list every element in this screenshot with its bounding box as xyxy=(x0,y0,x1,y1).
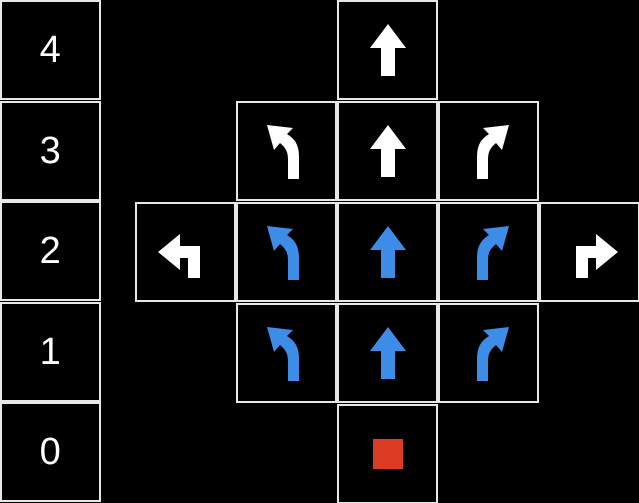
arrow-turn-right-icon xyxy=(541,204,638,300)
grid-cell-r2c1[interactable] xyxy=(135,202,236,302)
arrow-up-icon xyxy=(339,103,436,199)
grid-cell-r3c3[interactable] xyxy=(337,101,438,201)
grid-cell-r2c2[interactable] xyxy=(236,202,337,302)
row-label-cell-4: 4 xyxy=(0,0,101,100)
arrow-curve-up-left-icon xyxy=(238,305,335,401)
row-label-value: 0 xyxy=(39,431,62,473)
row-label-cell-3: 3 xyxy=(0,100,101,201)
goal-marker xyxy=(339,406,436,502)
row-label-cell-2: 2 xyxy=(0,201,101,301)
arrow-up-icon xyxy=(339,305,436,401)
row-label-value: 4 xyxy=(39,29,62,71)
arrow-curve-up-right-icon xyxy=(440,305,537,401)
arrow-curve-up-left-icon xyxy=(238,204,335,300)
grid-cell-r2c5[interactable] xyxy=(539,202,639,302)
row-label-value: 1 xyxy=(39,330,62,373)
arrow-curve-up-left-icon xyxy=(238,103,335,199)
grid-cell-r2c3[interactable] xyxy=(337,202,438,302)
grid-cell-r4c3[interactable] xyxy=(337,0,438,100)
row-index-column: 4 3 2 1 0 xyxy=(0,0,101,503)
row-label-value: 3 xyxy=(39,129,62,172)
grid-cell-r1c2[interactable] xyxy=(236,303,337,403)
grid-cell-r1c3[interactable] xyxy=(337,303,438,403)
grid-cell-r3c2[interactable] xyxy=(236,101,337,201)
row-label-cell-1: 1 xyxy=(0,301,101,402)
row-label-value: 2 xyxy=(39,230,62,272)
grid-cell-r0c3[interactable] xyxy=(337,404,438,503)
grid-cell-r3c4[interactable] xyxy=(438,101,539,201)
grid-cell-r1c4[interactable] xyxy=(438,303,539,403)
arrow-curve-up-right-icon xyxy=(440,204,537,300)
arrow-turn-left-icon xyxy=(137,204,234,300)
arrow-curve-up-right-icon xyxy=(440,103,537,199)
row-label-cell-0: 0 xyxy=(0,402,101,502)
grid-cell-r2c4[interactable] xyxy=(438,202,539,302)
arrow-up-icon xyxy=(339,2,436,98)
goal-marker-icon xyxy=(372,439,403,469)
arrow-up-icon xyxy=(339,204,436,300)
